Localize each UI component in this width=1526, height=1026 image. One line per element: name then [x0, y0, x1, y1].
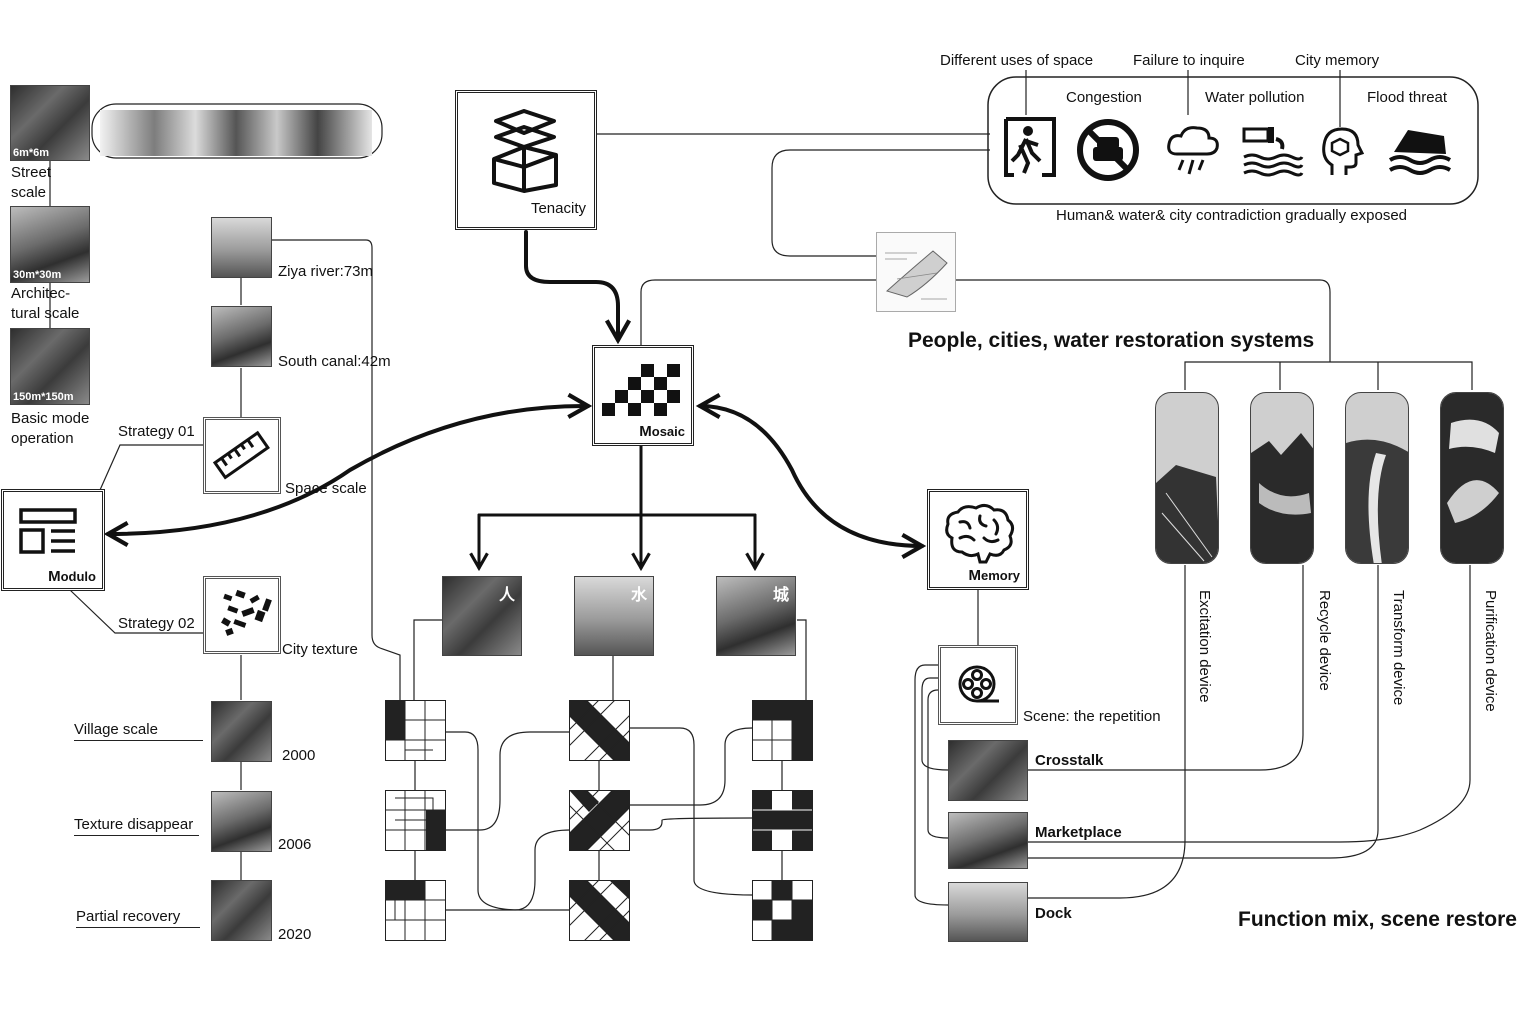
people-photo: 人 [442, 576, 522, 656]
map-2006 [211, 791, 272, 852]
tenacity-title: Tenacity [530, 200, 586, 217]
flood-house-icon [1388, 130, 1452, 175]
timeline-label-1: Village scale [74, 720, 203, 742]
grid-water-2 [569, 790, 630, 851]
issues-caption: Human& water& city contradiction gradual… [1056, 207, 1408, 224]
space-scale-label: Space scale [285, 480, 367, 497]
crosstalk-photo [948, 740, 1028, 801]
device-excitation: Excitation device [1196, 590, 1213, 703]
street-photo-strip [100, 110, 372, 156]
water-char: 水 [630, 587, 647, 604]
checker-icon [602, 364, 680, 416]
architectural-scale-tag: 30m*30m [13, 269, 62, 281]
systems-title: People, cities, water restoration system… [908, 329, 1315, 352]
south-canal-label: South canal:42m [278, 353, 391, 370]
memory-box: Memory [927, 489, 1029, 590]
modulo-title: Modulo [48, 568, 96, 585]
strategy-01-label: Strategy 01 [118, 423, 195, 440]
mosaic-title-cap: M [639, 423, 652, 440]
grid-city-2 [752, 790, 813, 851]
modulo-title-rest: odulo [60, 569, 96, 584]
modulo-box: Modulo [1, 489, 105, 591]
polluted-water-icon [1242, 127, 1304, 177]
head-memory-icon [1322, 127, 1364, 175]
film-reel-icon [958, 665, 999, 703]
architectural-scale-map: 30m*30m [10, 206, 90, 283]
scene-dock: Dock [1035, 905, 1072, 922]
strategy-02-label: Strategy 02 [118, 615, 195, 632]
water-photo: 水 [574, 576, 654, 656]
grid-people-3 [385, 880, 446, 941]
street-scale-tag: 6m*6m [13, 147, 50, 159]
device-transform: Transform device [1390, 590, 1407, 706]
recycle-capsule [1250, 392, 1314, 564]
ruler-icon [212, 430, 270, 480]
city-photo: 城 [716, 576, 796, 656]
timeline-year-1: 2000 [282, 747, 316, 764]
memory-title-cap: M [968, 567, 981, 584]
memory-title-rest: emory [980, 568, 1020, 583]
city-blocks-icon [221, 589, 272, 636]
city-char: 城 [772, 587, 789, 604]
device-purification: Purification device [1482, 590, 1499, 712]
dock-photo [948, 882, 1028, 942]
scene-crosstalk: Crosstalk [1035, 752, 1104, 769]
brain-icon [945, 503, 1015, 564]
memory-title: Memory [968, 567, 1020, 584]
basic-mode-tag: 150m*150m [13, 391, 74, 403]
street-scale-map: 6m*6m [10, 85, 90, 161]
basic-mode-label: Basic mode operation [11, 410, 90, 448]
footer-title: Function mix, scene restore [1238, 908, 1517, 931]
restoration-sketch [876, 232, 956, 312]
timeline-label-3: Partial recovery [76, 907, 201, 929]
modulo-title-cap: M [48, 568, 61, 585]
basic-mode-map: 150m*150m [10, 328, 90, 405]
device-recycle: Recycle device [1316, 590, 1333, 691]
mosaic-title: Mosaic [639, 423, 685, 440]
transform-capsule [1345, 392, 1409, 564]
ziya-river-label: Ziya river:73m [278, 263, 374, 280]
grid-people-2 [385, 790, 446, 851]
repetition-label: Scene: the repetition [1023, 708, 1161, 725]
no-traffic-icon [1077, 119, 1139, 181]
architectural-scale-label: Architec- tural scale [11, 285, 80, 323]
city-texture-box [203, 576, 281, 654]
timeline-year-3: 2020 [278, 926, 312, 943]
mosaic-box: Mosaic [592, 345, 694, 446]
street-scale-label: Street scale [11, 164, 52, 202]
map-2020 [211, 880, 272, 941]
scene-marketplace: Marketplace [1035, 824, 1122, 841]
excitation-capsule [1155, 392, 1219, 564]
issue-failure-inquire: Failure to inquire [1133, 52, 1245, 69]
map-2000 [211, 701, 272, 762]
grid-people-1 [385, 700, 446, 761]
grid-city-1 [752, 700, 813, 761]
issue-different-uses: Different uses of space [940, 52, 1094, 69]
issue-congestion: Congestion [1066, 89, 1142, 106]
ziya-river-photo [211, 217, 272, 278]
exit-door-icon [1004, 117, 1056, 177]
repetition-box [938, 645, 1018, 725]
layout-icon [19, 508, 77, 554]
purification-capsule [1440, 392, 1504, 564]
marketplace-photo [948, 812, 1028, 869]
grid-water-1 [569, 700, 630, 761]
rain-cloud-icon [1167, 126, 1219, 175]
grid-city-3 [752, 880, 813, 941]
space-scale-box [203, 417, 281, 494]
people-char: 人 [498, 587, 515, 604]
south-canal-photo [211, 306, 272, 367]
city-texture-label: City texture [282, 641, 358, 658]
stacked-cubes-icon [492, 109, 558, 193]
mosaic-title-rest: osaic [651, 424, 685, 439]
issue-water-pollution: Water pollution [1205, 89, 1305, 106]
issue-flood-threat: Flood threat [1367, 89, 1448, 106]
timeline-year-2: 2006 [278, 836, 312, 853]
tenacity-box: Tenacity [455, 90, 597, 230]
timeline-label-2: Texture disappear [74, 815, 200, 837]
grid-water-3 [569, 880, 630, 941]
issue-city-memory: City memory [1295, 52, 1380, 69]
